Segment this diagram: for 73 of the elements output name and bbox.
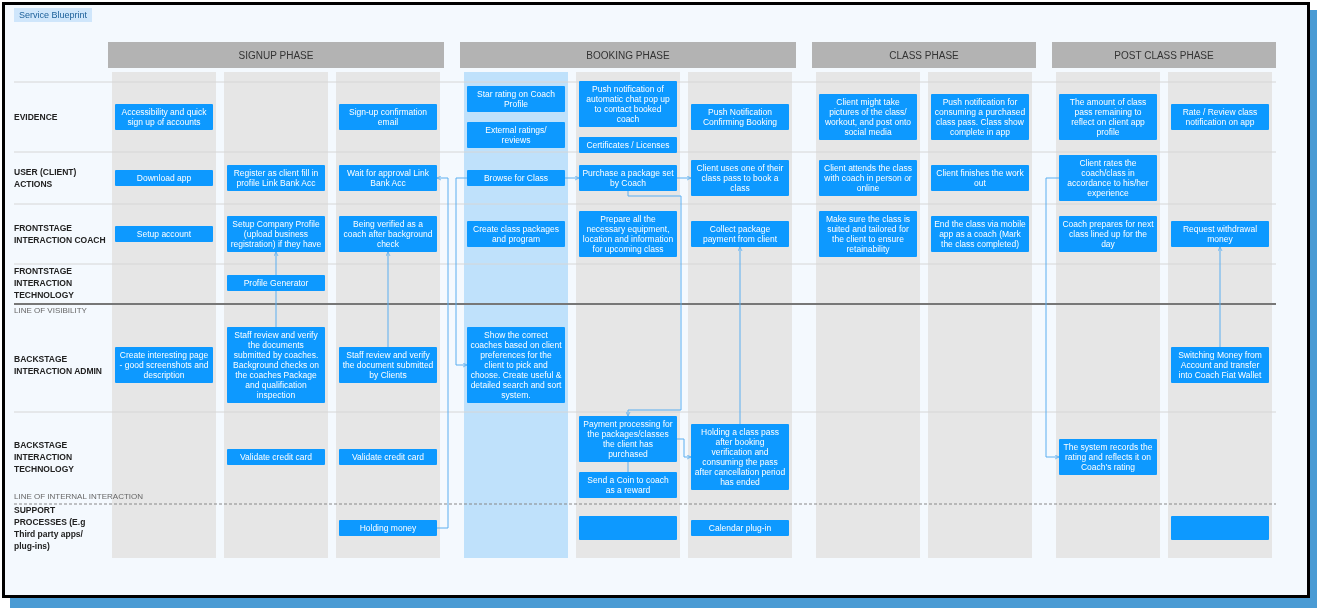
step-card: Coach prepares for next class lined up for the day (1059, 216, 1157, 252)
step-card: Download app (115, 170, 213, 186)
step-card: Client attends the class with coach in person or online (819, 160, 917, 196)
step-card (1171, 516, 1269, 540)
step-card: Client rates the coach/class in accordance to his/her experience (1059, 155, 1157, 201)
title-tag: Service Blueprint (14, 8, 93, 22)
step-card: Register as client fill in profile Link Bank Acc (227, 165, 325, 191)
step-card: Create interesting page - good screenshots and description (115, 347, 213, 383)
step-card: Prepare all the necessary equipment, location and information for upcoming class (579, 211, 677, 257)
step-card: Sign-up confirmation email (339, 104, 437, 130)
step-card: Holding money (339, 520, 437, 536)
step-card: Collect package payment from client (691, 221, 789, 247)
step-card: Rate / Review class notification on app (1171, 104, 1269, 130)
phase-header: BOOKING PHASE (460, 42, 796, 68)
line-label: LINE OF INTERNAL INTERACTION (14, 492, 144, 501)
step-card: Switching Money from Account and transfer into Coach Fiat Wallet (1171, 347, 1269, 383)
step-card: Star rating on Coach Profile (467, 86, 565, 112)
arrow (436, 175, 449, 529)
step-card: Profile Generator (227, 275, 325, 291)
step-card: Client might take pictures of the class/ workout, and post onto social media (819, 94, 917, 140)
step-card: Push Notification Confirming Booking (691, 104, 789, 130)
phase-header: CLASS PHASE (812, 42, 1036, 68)
row-label: BACKSTAGE INTERACTION TECHNOLOGY (14, 439, 75, 475)
row-label: USER (CLIENT) ACTIONS (14, 166, 78, 190)
arrow (676, 175, 692, 181)
step-card: Holding a class pass after booking verification and consuming the pass after cancellation period has ended (691, 424, 789, 490)
step-card: Browse for Class (467, 170, 565, 186)
row-label: SUPPORT PROCESSES (E.g Third party apps/ plug-ins) (14, 504, 87, 552)
row-label: FRONTSTAGE INTERACTION TECHNOLOGY (14, 265, 75, 301)
step-card: Validate credit card (227, 449, 325, 465)
step-card: Send a Coin to coach as a reward (579, 472, 677, 498)
step-card: Request withdrawal money (1171, 221, 1269, 247)
step-card: Staff review and verify the documents submitted by coaches. Background checks on the coaches Package and qualification inspection (227, 327, 325, 403)
step-card: The amount of class pass remaining to reflect on client app profile (1059, 94, 1157, 140)
step-card: Calendar plug-in (691, 520, 789, 536)
phase-header: POST CLASS PHASE (1052, 42, 1276, 68)
step-card: Show the correct coaches based on client preferences for the client to pick and choose. Create useful & detailed search and sort system. (467, 327, 565, 403)
arrow (676, 438, 692, 460)
step-card: Make sure the class is suited and tailored for the client to ensure retainability (819, 211, 917, 257)
phase-header: SIGNUP PHASE (108, 42, 444, 68)
step-card: Wait for approval Link Bank Acc (339, 165, 437, 191)
arrow (1217, 246, 1223, 348)
step-card (579, 516, 677, 540)
connector-line (275, 290, 277, 328)
step-card: Purchase a package set by Coach (579, 165, 677, 191)
step-card: Create class packages and program (467, 221, 565, 247)
arrow (564, 175, 580, 181)
row-label: EVIDENCE (14, 111, 58, 123)
step-card: Push notification of automatic chat pop up to contact booked coach (579, 81, 677, 127)
step-card: Payment processing for the packages/classes the client has purchased (579, 416, 677, 462)
step-card: External ratings/ reviews (467, 122, 565, 148)
arrow (1045, 177, 1060, 460)
arrow (737, 246, 743, 425)
step-card: Certificates / Licenses (579, 137, 677, 153)
step-card: Setup account (115, 226, 213, 242)
line-label: LINE OF VISIBILITY (14, 306, 87, 315)
arrow (455, 177, 468, 368)
connector-line (627, 461, 629, 473)
step-card: Validate credit card (339, 449, 437, 465)
step-card: Client finishes the work out (931, 165, 1029, 191)
step-card: Accessibility and quick sign up of accounts (115, 104, 213, 130)
step-card: End the class via mobile app as a coach (Mark the class completed) (931, 216, 1029, 252)
step-card: Staff review and verify the document submitted by Clients (339, 347, 437, 383)
step-card: Being verified as a coach after background check (339, 216, 437, 252)
step-card: The system records the rating and reflects it on Coach's rating (1059, 439, 1157, 475)
step-card: Push notification for consuming a purchased class pass. Class show complete in app (931, 94, 1029, 140)
arrow (625, 190, 682, 417)
row-label: FRONTSTAGE INTERACTION COACH (14, 222, 106, 246)
row-label: BACKSTAGE INTERACTION ADMIN (14, 353, 103, 377)
step-card: Client uses one of their class pass to book a class (691, 160, 789, 196)
arrow (273, 251, 279, 276)
step-card: Setup Company Profile (upload business registration) if they have (227, 216, 325, 252)
arrow (385, 251, 391, 348)
